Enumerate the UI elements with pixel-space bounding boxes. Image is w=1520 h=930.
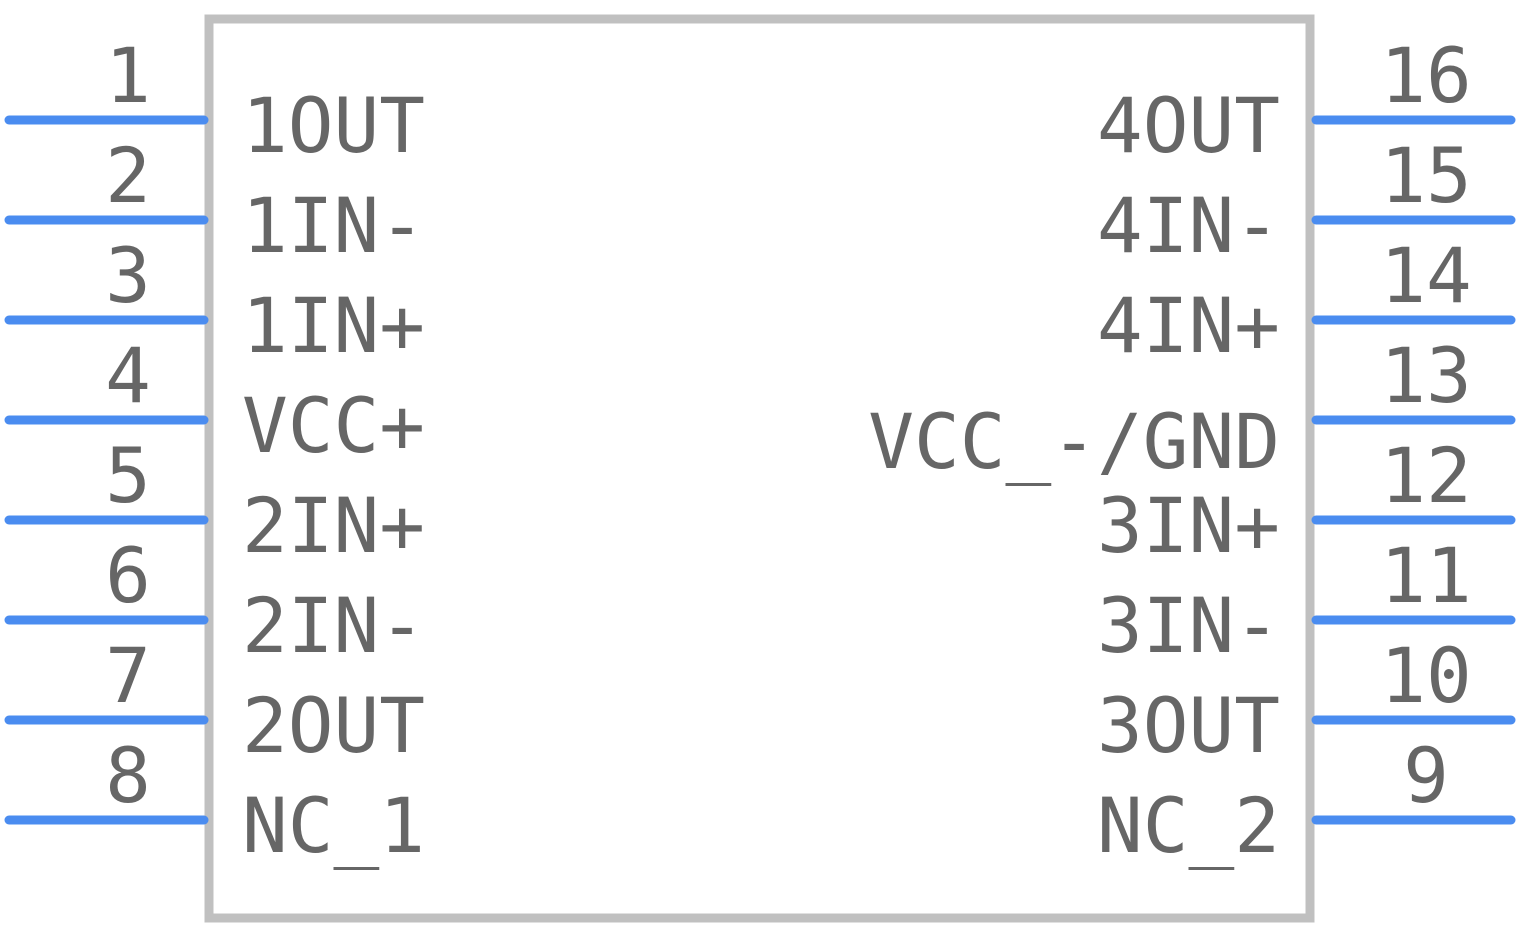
pin-name: VCC+ — [242, 381, 425, 470]
pin-name: 4IN- — [1097, 181, 1280, 270]
pin-number: 5 — [105, 431, 151, 520]
pin-name: 2IN+ — [242, 481, 425, 570]
pin-number: 3 — [105, 231, 151, 320]
pin-name: NC_2 — [1097, 781, 1280, 870]
pin-name: 3IN- — [1097, 581, 1280, 670]
pin-number: 4 — [105, 331, 151, 420]
pin-name: NC_1 — [242, 781, 425, 870]
pin-number: 10 — [1380, 631, 1472, 720]
pin-name: 1IN- — [242, 181, 425, 270]
pin-number: 9 — [1403, 731, 1449, 820]
pin-number: 11 — [1380, 531, 1472, 620]
pin-number: 8 — [105, 731, 151, 820]
pin-number: 12 — [1380, 431, 1472, 520]
pin-name: 2IN- — [242, 581, 425, 670]
pin-number: 7 — [105, 631, 151, 720]
pin-name: 4IN+ — [1097, 281, 1280, 370]
pin-number: 13 — [1380, 331, 1472, 420]
pin-name: 1OUT — [242, 81, 425, 170]
pin-name: 2OUT — [242, 681, 425, 770]
pin-name: VCC_-/GND — [868, 397, 1280, 486]
pin-number: 15 — [1380, 131, 1472, 220]
pin-name: 4OUT — [1097, 81, 1280, 170]
pin-number: 1 — [105, 31, 151, 120]
pin-number: 6 — [105, 531, 151, 620]
ic-body-outline — [204, 14, 1315, 923]
pin-number: 14 — [1380, 231, 1472, 320]
pin-number: 2 — [105, 131, 151, 220]
pin-number: 16 — [1380, 31, 1472, 120]
pin-name: 3IN+ — [1097, 481, 1280, 570]
pin-name: 1IN+ — [242, 281, 425, 370]
pin-name: 3OUT — [1097, 681, 1280, 770]
